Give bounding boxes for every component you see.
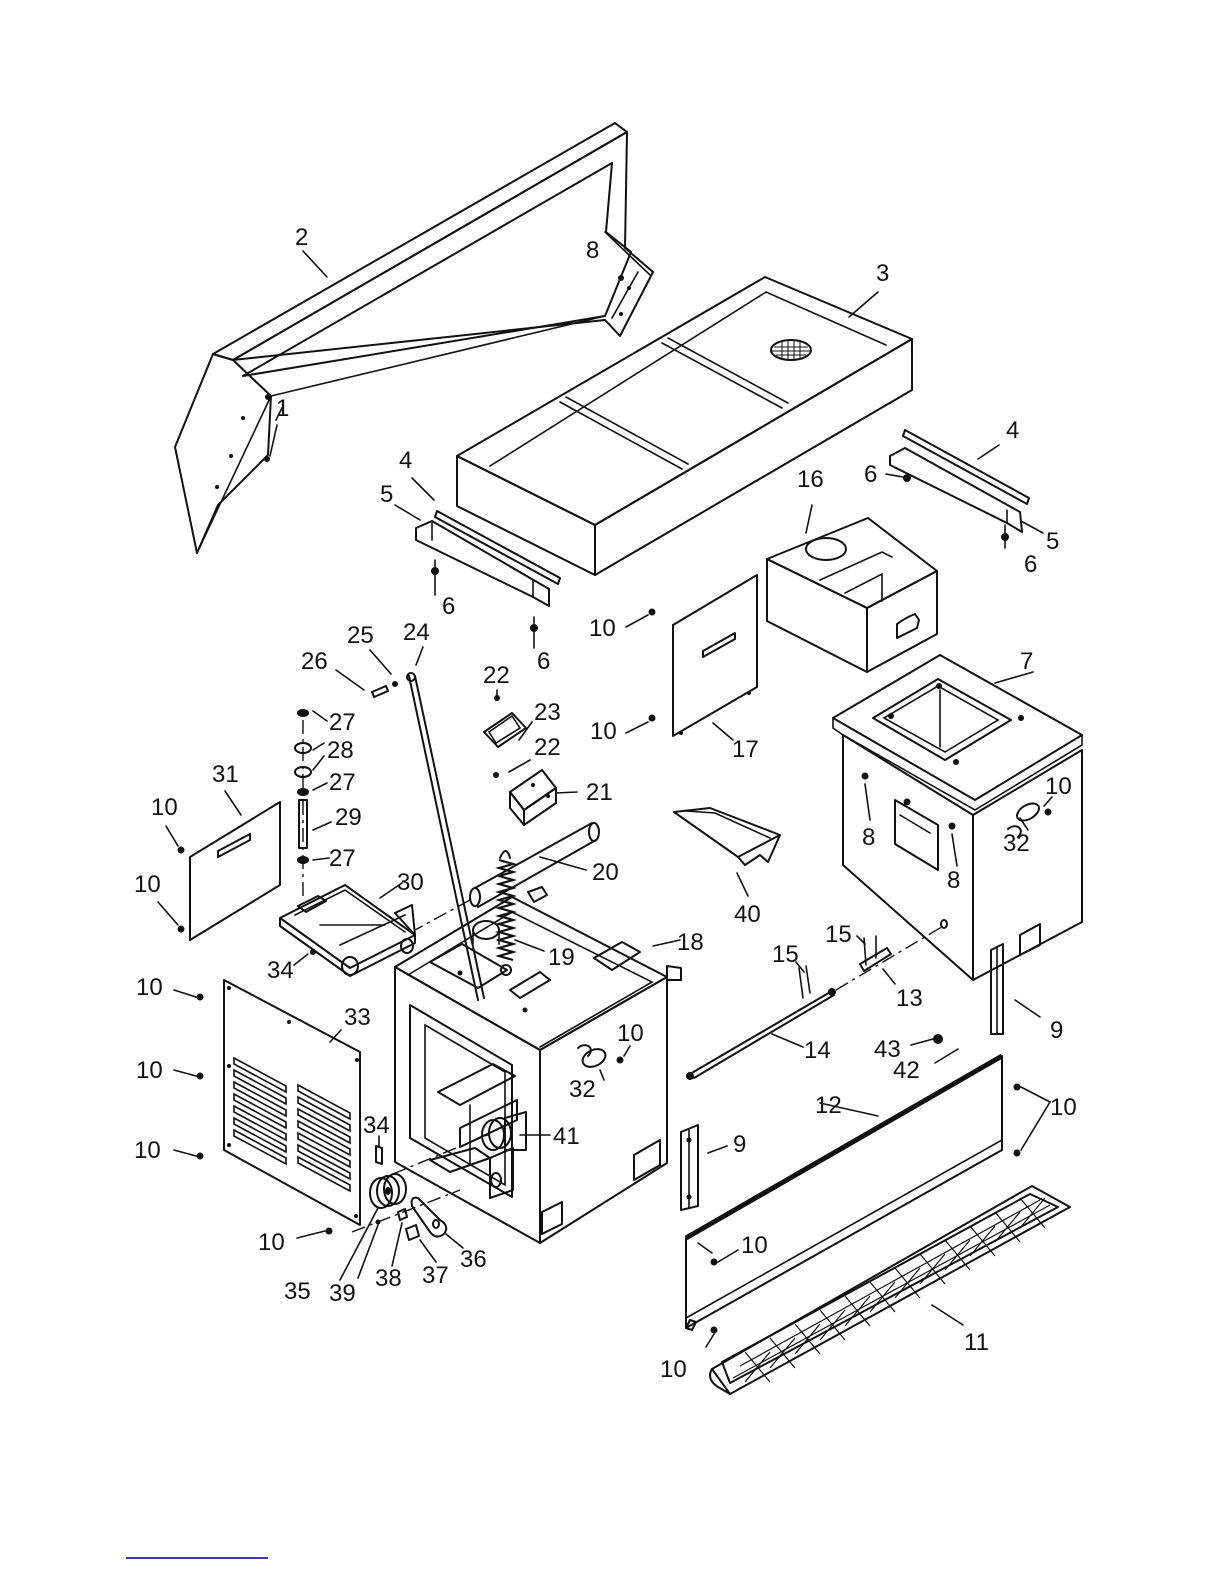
label-8: 8 [947,867,960,894]
part-12-42-43-long-panel [686,1034,1050,1347]
label-36: 36 [460,1246,487,1273]
label-22: 22 [483,662,510,689]
part-25-26-fasteners [336,650,398,697]
label-29: 29 [335,804,362,831]
label-41: 41 [553,1123,580,1150]
label-10: 10 [590,718,617,745]
label-27: 27 [329,845,356,872]
label-20: 20 [592,859,619,886]
label-4: 4 [399,447,412,474]
label-10: 10 [660,1356,687,1383]
label-42: 42 [893,1057,920,1084]
label-15: 15 [825,921,852,948]
label-37: 37 [422,1262,449,1289]
part-24-rod [407,647,484,1000]
label-24: 24 [403,619,430,646]
part-33-louvered-panel [174,980,360,1238]
label-34: 34 [363,1112,390,1139]
label-10: 10 [136,1057,163,1084]
label-10: 10 [258,1229,285,1256]
label-28: 28 [327,737,354,764]
label-27: 27 [329,709,356,736]
label-33: 33 [344,1004,371,1031]
label-18: 18 [677,929,704,956]
label-40: 40 [734,901,761,928]
label-30: 30 [397,869,424,896]
label-11: 11 [964,1329,989,1356]
part-17-panel [626,575,757,740]
callout-labels: 2 8 1 3 4 6 5 6 16 4 5 6 6 10 10 17 7 10… [134,224,1077,1383]
label-21: 21 [586,779,613,806]
label-9: 9 [1050,1017,1063,1044]
label-3: 3 [876,260,889,287]
label-32: 32 [569,1076,596,1103]
filter-mesh [733,1198,1050,1382]
part-30-slide-plate [280,883,415,976]
label-10: 10 [1050,1094,1077,1121]
part-7-right-cabinet [833,655,1082,980]
louvers [234,1058,350,1191]
label-19: 19 [548,944,575,971]
label-2: 2 [295,224,308,251]
part-21-22-23-box [484,690,577,825]
part-9-left-bracket [681,1125,727,1210]
label-10: 10 [151,794,178,821]
label-10: 10 [136,974,163,1001]
label-25: 25 [347,622,374,649]
label-1: 1 [276,395,289,422]
label-7: 7 [1020,648,1033,675]
part-4-5-6-right-rail [886,430,1043,548]
label-22: 22 [534,734,561,761]
part-2-top-cover [175,123,653,553]
label-8: 8 [586,237,599,264]
label-39: 39 [329,1280,356,1307]
part-11-filter-tray [710,1186,1070,1394]
part-40-chute [674,808,780,896]
label-12: 12 [815,1092,842,1119]
label-16: 16 [797,466,824,493]
label-8: 8 [862,824,875,851]
label-35: 35 [284,1278,311,1305]
label-6: 6 [442,593,455,620]
label-31: 31 [212,761,239,788]
label-23: 23 [534,699,561,726]
label-10: 10 [1045,773,1072,800]
part-18-main-frame [395,887,681,1243]
part-3-tray [457,277,912,575]
part-16-box [767,505,937,672]
label-10: 10 [134,1137,161,1164]
label-6: 6 [537,648,550,675]
label-5: 5 [1046,528,1059,555]
label-13: 13 [896,985,923,1012]
label-14: 14 [804,1037,831,1064]
label-27: 27 [329,769,356,796]
label-15: 15 [772,941,799,968]
label-26: 26 [301,648,328,675]
label-10: 10 [617,1020,644,1047]
label-10: 10 [134,871,161,898]
part-19-spring [499,851,544,975]
label-10: 10 [589,615,616,642]
label-17: 17 [732,736,759,763]
label-38: 38 [375,1265,402,1292]
part-27-28-29-stack [295,709,331,900]
label-10: 10 [741,1232,768,1259]
label-5: 5 [380,481,393,508]
label-32: 32 [1003,830,1030,857]
footer-rule [126,1557,268,1559]
label-6: 6 [864,461,877,488]
label-34: 34 [267,957,294,984]
label-6: 6 [1024,551,1037,578]
label-9: 9 [733,1131,746,1158]
label-4: 4 [1006,417,1019,444]
